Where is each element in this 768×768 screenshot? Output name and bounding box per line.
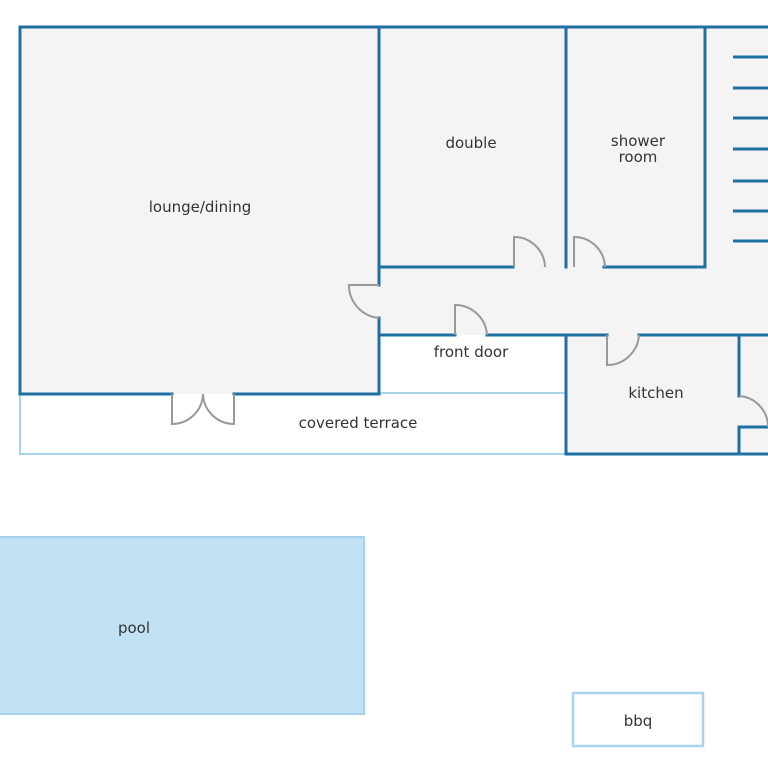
terrace-outline (19, 392, 567, 455)
kitchen-label: kitchen (628, 384, 683, 402)
kitchen-room (566, 335, 739, 454)
doors (171, 235, 768, 428)
lounge-dining-room (20, 27, 379, 394)
hallway (379, 267, 768, 335)
walls (18, 25, 768, 456)
kitchen-door (606, 334, 640, 367)
bbq-label: bbq (624, 712, 653, 730)
front-door-label: front door (434, 343, 509, 361)
shower-door (573, 235, 606, 268)
covered-terrace (19, 392, 567, 455)
pool (0, 536, 365, 715)
stair-area (705, 27, 768, 267)
lounge-wall (18, 25, 381, 396)
covered-terrace-label: covered terrace (299, 414, 418, 432)
lounge-terrace-door-left (171, 393, 204, 426)
pool-label: pool (118, 619, 150, 637)
front-door (454, 303, 488, 336)
lounge-terrace-door-right (202, 393, 235, 426)
double-room (379, 27, 566, 267)
room-fills (20, 27, 768, 454)
shower-room-label-line1: shower (611, 132, 666, 150)
labels: lounge/dining double shower room kitchen… (118, 132, 684, 730)
lounge-dining-label: lounge/dining (149, 198, 252, 216)
double-door (513, 235, 546, 268)
bbq (571, 691, 705, 748)
lounge-hall-door (347, 284, 380, 319)
kitchen-west-wall (564, 333, 768, 456)
side-room (739, 335, 768, 454)
shower-room-label-line2: room (619, 148, 658, 166)
shower-room (566, 27, 705, 267)
staircase (733, 55, 768, 243)
kitchen-east-wall-lower (737, 425, 768, 456)
double-label: double (445, 134, 496, 152)
